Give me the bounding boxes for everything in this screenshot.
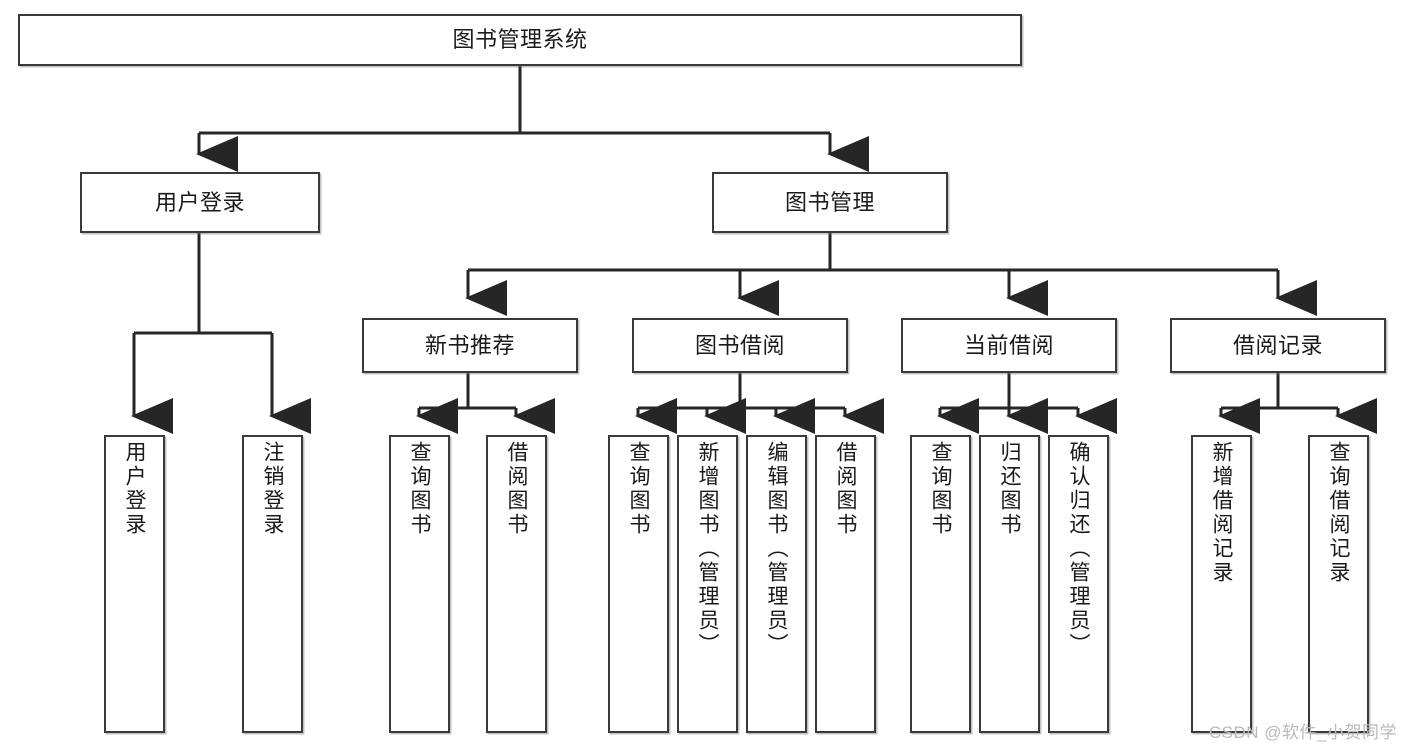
leaf-label: 新增图书（管理员） <box>696 441 719 657</box>
leaf-label: 归还图书 <box>998 441 1021 537</box>
leaf-label: 编辑图书（管理员） <box>765 441 788 657</box>
leaf-borrow-borrow-book[interactable]: 借阅图书 <box>815 435 876 733</box>
leaf-label: 确认归还（管理员） <box>1067 441 1090 657</box>
node-current-borrow-label: 当前借阅 <box>963 332 1054 358</box>
node-new-book-recommend[interactable]: 新书推荐 <box>362 318 578 373</box>
leaf-user-login-logout[interactable]: 注销登录 <box>242 435 303 733</box>
leaf-label: 查询图书 <box>408 441 431 537</box>
leaf-borrow-query-book[interactable]: 查询图书 <box>608 435 669 733</box>
node-user-login-label: 用户登录 <box>154 189 245 215</box>
node-book-borrow[interactable]: 图书借阅 <box>632 318 848 373</box>
node-borrow-record-label: 借阅记录 <box>1232 332 1323 358</box>
leaf-label: 注销登录 <box>261 441 284 537</box>
leaf-borrow-add-book-admin[interactable]: 新增图书（管理员） <box>677 435 738 733</box>
leaf-record-add-record[interactable]: 新增借阅记录 <box>1191 435 1252 733</box>
leaf-label: 查询图书 <box>627 441 650 537</box>
leaf-record-query-record[interactable]: 查询借阅记录 <box>1308 435 1369 733</box>
leaf-user-login-login[interactable]: 用户登录 <box>104 435 165 733</box>
leaf-borrow-edit-book-admin[interactable]: 编辑图书（管理员） <box>746 435 807 733</box>
leaf-label: 查询图书 <box>929 441 952 537</box>
node-new-book-recommend-label: 新书推荐 <box>424 332 515 358</box>
node-root[interactable]: 图书管理系统 <box>18 14 1022 66</box>
csdn-watermark: CSDN @软件_小贺同学 <box>1208 723 1397 742</box>
node-root-label: 图书管理系统 <box>452 27 588 53</box>
node-current-borrow[interactable]: 当前借阅 <box>901 318 1117 373</box>
node-book-borrow-label: 图书借阅 <box>694 332 785 358</box>
node-book-management[interactable]: 图书管理 <box>712 172 948 233</box>
leaf-label: 用户登录 <box>123 441 146 537</box>
node-user-login[interactable]: 用户登录 <box>80 172 320 233</box>
leaf-current-return-book[interactable]: 归还图书 <box>979 435 1040 733</box>
leaf-new-book-query[interactable]: 查询图书 <box>389 435 450 733</box>
node-book-management-label: 图书管理 <box>784 189 875 215</box>
leaf-label: 借阅图书 <box>505 441 528 537</box>
leaf-new-book-borrow[interactable]: 借阅图书 <box>486 435 547 733</box>
node-borrow-record[interactable]: 借阅记录 <box>1170 318 1386 373</box>
leaf-label: 查询借阅记录 <box>1327 441 1350 585</box>
leaf-current-confirm-return-admin[interactable]: 确认归还（管理员） <box>1048 435 1109 733</box>
leaf-label: 借阅图书 <box>834 441 857 537</box>
leaf-label: 新增借阅记录 <box>1210 441 1233 585</box>
leaf-current-query-book[interactable]: 查询图书 <box>910 435 971 733</box>
